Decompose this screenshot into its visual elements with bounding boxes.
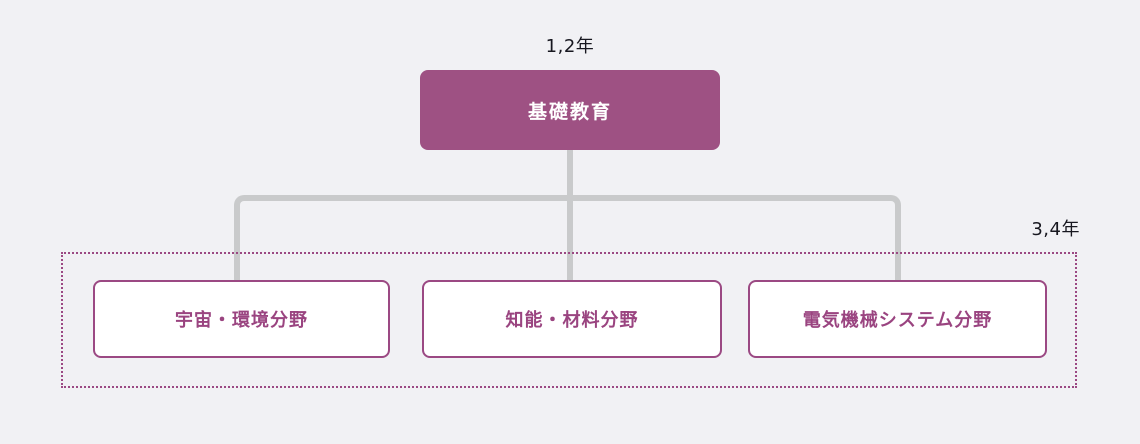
field-box-intelligence-materials: 知能・材料分野 [422,280,722,358]
connector-center-line [567,150,573,281]
field-box-electrical-mechanical-systems: 電気機械システム分野 [748,280,1047,358]
grades-3-4-region [61,252,1077,388]
connector-branch-lines [234,195,901,282]
field-box-space-environment: 宇宙・環境分野 [93,280,390,358]
grades-3-4-label: 3,4年 [1031,219,1080,240]
grades-1-2-label: 1,2年 [545,36,595,57]
basic-education-box: 基礎教育 [420,70,720,150]
